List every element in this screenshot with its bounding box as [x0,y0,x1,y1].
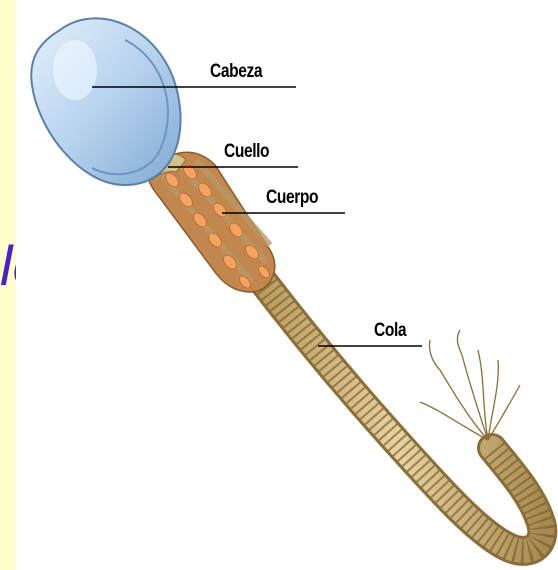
tail-end-fibers [420,330,520,440]
label-body: Cuerpo [266,188,318,207]
tail-shape [258,275,542,551]
label-tail: Cola [374,321,406,340]
midpiece-shape [148,152,274,292]
head-shape [31,18,180,185]
label-head: Cabeza [210,62,262,81]
label-neck: Cuello [224,142,269,161]
